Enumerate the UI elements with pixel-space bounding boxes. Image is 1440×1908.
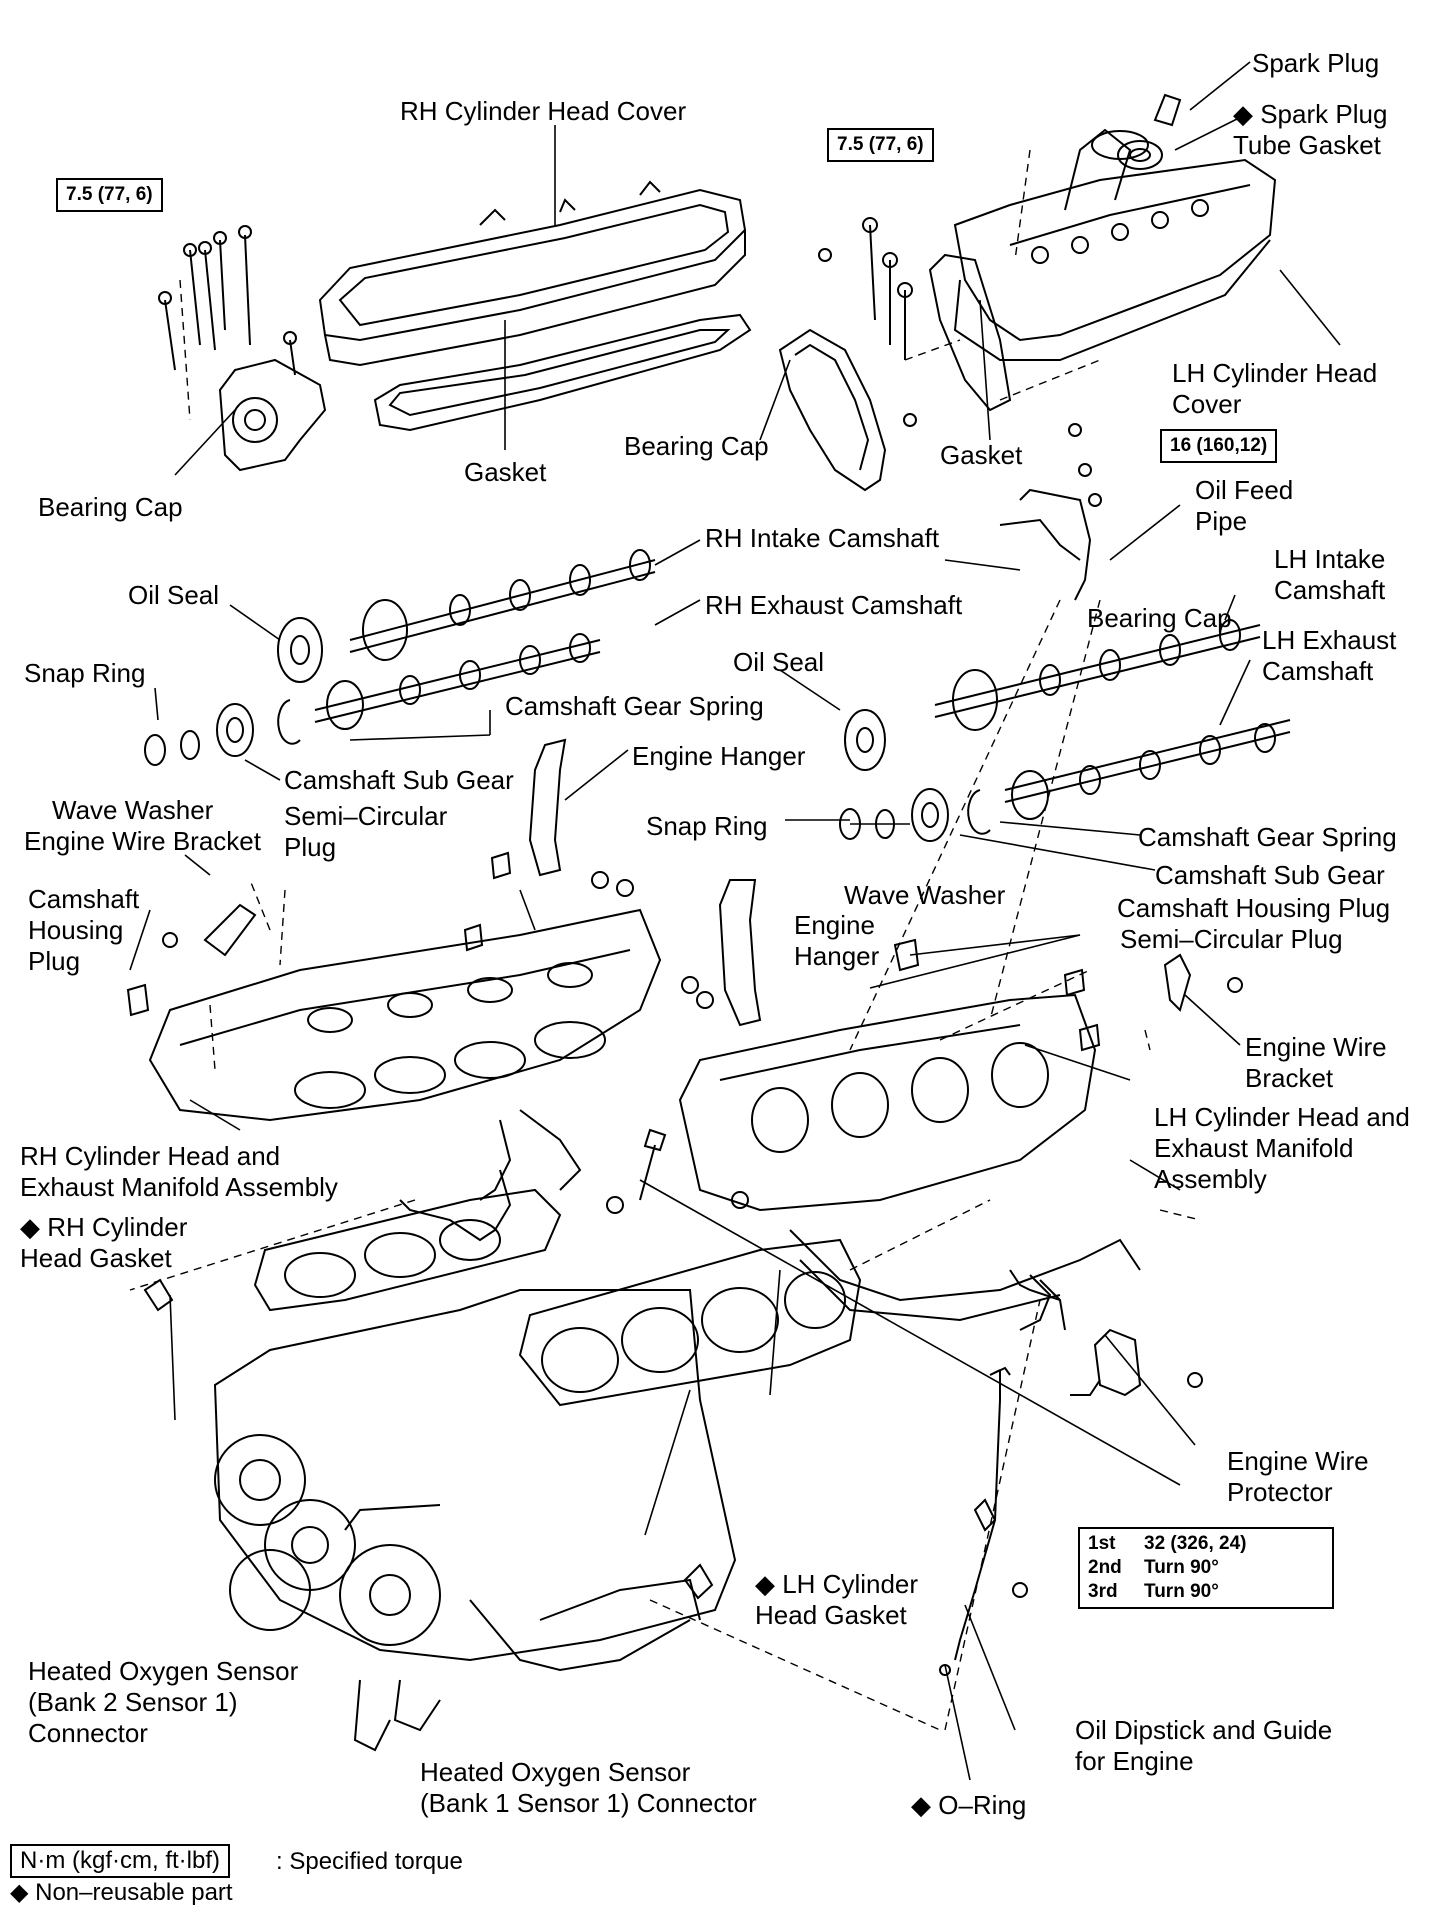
legend-torque-unit-box: N·m (kgf·cm, ft·lbf): [10, 1844, 230, 1878]
label-rh-exhaust-camshaft: RH Exhaust Camshaft: [705, 590, 963, 620]
mid-bearing-cap-assembly: [778, 217, 917, 492]
label-snap-ring-rh: Snap Ring: [24, 658, 146, 688]
label-oil-seal-lh: Oil Seal: [733, 647, 825, 677]
head-bolt: [606, 1128, 667, 1214]
legend-non-reusable: ◆ Non–reusable part: [10, 1879, 233, 1906]
torque-box-lh-bearing-cap: 7.5 (77, 6): [827, 128, 934, 162]
dashed-alignment-lines: [129, 149, 1201, 1731]
oxygen-sensor-connectors: [143, 1169, 1061, 1600]
engine-hangers: [528, 738, 762, 1027]
oil-feed-pipe-part: [999, 423, 1102, 601]
lh-gasket: [928, 253, 1012, 412]
label-engine-wire-bracket-rh: Engine Wire Bracket: [24, 826, 261, 856]
spark-plug-parts: [1117, 93, 1182, 170]
label-gasket-rh: Gasket: [464, 457, 547, 487]
label-bearing-cap-rh: Bearing Cap: [38, 492, 183, 522]
rh-camshafts: [314, 549, 656, 730]
label-gasket-lh: Gasket: [940, 440, 1023, 470]
torque-step-row: 1st 32 (326, 24): [1088, 1533, 1247, 1554]
label-engine-hanger-rh: Engine Hanger: [632, 741, 806, 771]
label-oil-dipstick: Oil Dipstick and Guide for Engine: [1075, 1715, 1333, 1776]
label-ho2s-bank1: Heated Oxygen Sensor (Bank 1 Sensor 1) C…: [420, 1757, 757, 1818]
torque-step-row: 3rd Turn 90°: [1088, 1581, 1219, 1602]
label-wave-washer-rh: Wave Washer: [52, 795, 214, 825]
label-camshaft-housing-plug-rh: Camshaft Housing Plug: [28, 884, 140, 976]
label-camshaft-housing-plug-lh: Camshaft Housing Plug: [1117, 893, 1391, 923]
rh-cylinder-head-assembly: [148, 908, 662, 1201]
label-oil-seal-rh: Oil Seal: [128, 580, 220, 610]
label-camshaft-gear-spring-lh: Camshaft Gear Spring: [1138, 822, 1397, 852]
label-lh-head-assembly: LH Cylinder Head and Exhaust Manifold As…: [1154, 1102, 1410, 1194]
label-lh-exhaust-camshaft: LH Exhaust Camshaft: [1262, 625, 1397, 686]
label-spark-plug: Spark Plug: [1252, 48, 1380, 78]
rh-bearing-cap-assembly: [158, 225, 327, 472]
label-ho2s-bank2: Heated Oxygen Sensor (Bank 2 Sensor 1) C…: [28, 1656, 299, 1748]
label-rh-cylinder-head-cover: RH Cylinder Head Cover: [400, 96, 687, 126]
label-snap-ring-lh: Snap Ring: [646, 811, 768, 841]
label-rh-head-assembly: RH Cylinder Head and Exhaust Manifold As…: [20, 1141, 338, 1202]
leader-lines: [129, 61, 1341, 1781]
head-gaskets: [253, 1188, 862, 1407]
engine-wire-brackets: [162, 903, 1243, 1012]
lh-camshaft-small-parts: [839, 709, 991, 842]
label-lh-cylinder-head-cover: LH Cylinder Head Cover: [1172, 358, 1378, 419]
label-camshaft-sub-gear-rh: Camshaft Sub Gear: [284, 765, 514, 795]
label-semi-circular-plug-rh: Semi–Circular Plug: [284, 801, 448, 862]
oil-dipstick-part: [939, 1366, 1028, 1676]
torque-box-rh-bearing-cap: 7.5 (77, 6): [56, 178, 163, 212]
label-engine-wire-bracket-lh: Engine Wire Bracket: [1245, 1032, 1387, 1093]
label-o-ring: ◆ O–Ring: [911, 1790, 1027, 1820]
label-rh-intake-camshaft: RH Intake Camshaft: [705, 523, 940, 553]
label-spark-plug-tube-gasket: ◆ Spark Plug Tube Gasket: [1233, 99, 1388, 160]
label-rh-head-gasket: ◆ RH Cylinder Head Gasket: [20, 1212, 188, 1273]
lh-cylinder-head-cover: [953, 128, 1277, 361]
torque-box-oil-feed-pipe: 16 (160,12): [1160, 429, 1278, 463]
torque-table-head-bolt: 1st 32 (326, 24) 2nd Turn 90° 3rd Turn 9…: [1078, 1527, 1334, 1609]
label-semi-circular-plug-lh: Semi–Circular Plug: [1120, 924, 1343, 954]
label-camshaft-gear-spring-rh: Camshaft Gear Spring: [505, 691, 764, 721]
rh-gasket: [373, 313, 752, 432]
rh-camshaft-small-parts: [144, 617, 323, 766]
label-lh-head-gasket: ◆ LH Cylinder Head Gasket: [755, 1569, 919, 1630]
rh-cylinder-head-cover: [318, 180, 747, 367]
label-engine-wire-protector: Engine Wire Protector: [1227, 1446, 1369, 1507]
label-bearing-cap-mid: Bearing Cap: [624, 431, 769, 461]
legend-torque-desc: : Specified torque: [276, 1848, 463, 1875]
label-engine-hanger-lh: Engine Hanger: [794, 910, 880, 971]
label-wave-washer-lh: Wave Washer: [844, 880, 1006, 910]
lh-cylinder-head-assembly: [678, 993, 1141, 1331]
label-camshaft-sub-gear-lh: Camshaft Sub Gear: [1155, 860, 1385, 890]
cylinder-block: [213, 1289, 737, 1752]
label-oil-feed-pipe: Oil Feed Pipe: [1195, 475, 1294, 536]
label-bearing-cap-lh: Bearing Cap: [1087, 603, 1232, 633]
label-lh-intake-camshaft: LH Intake Camshaft: [1274, 544, 1386, 605]
engine-wire-protector-part: [1070, 1328, 1203, 1397]
torque-step-row: 2nd Turn 90°: [1088, 1557, 1219, 1578]
lh-camshafts: [934, 619, 1291, 820]
